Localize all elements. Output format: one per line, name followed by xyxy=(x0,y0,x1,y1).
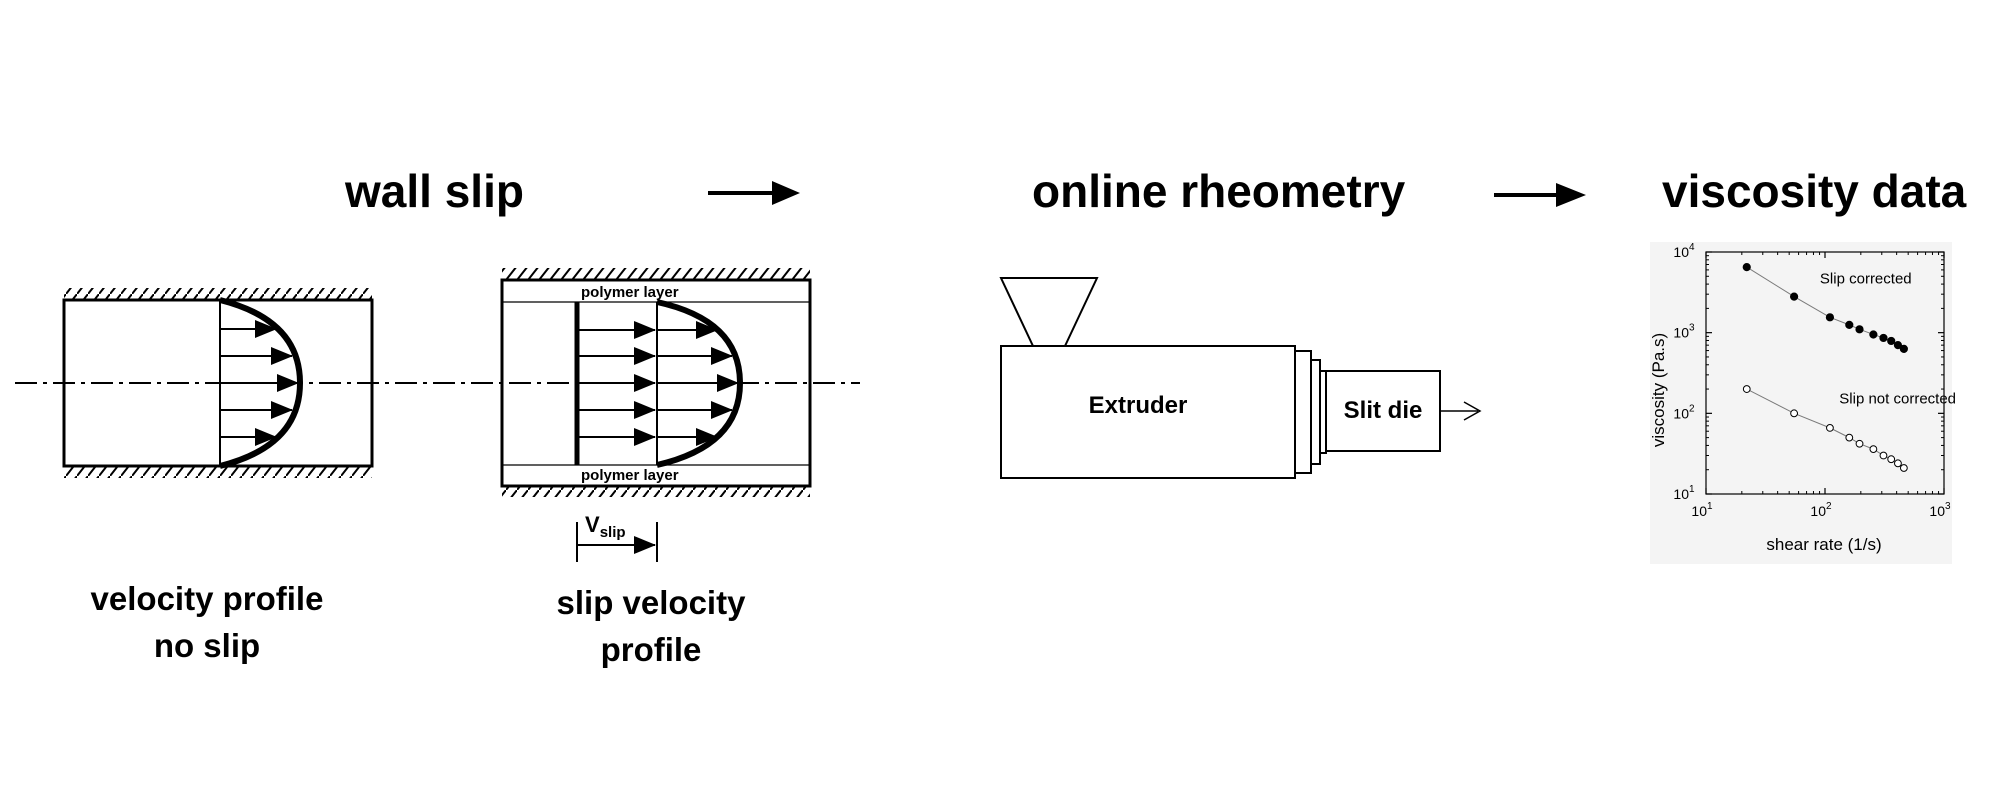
y-tick-label: 102 xyxy=(1673,403,1695,421)
extruder-hopper xyxy=(999,277,1099,347)
vslip-dimension: Vslip xyxy=(576,512,658,562)
data-point-open xyxy=(1869,445,1878,454)
x-tick-label: 103 xyxy=(1929,501,1951,519)
caption-no-slip-line2: no slip xyxy=(154,627,260,664)
data-point-open xyxy=(1894,459,1902,468)
slip-diagram: polymer layer polymer layer Vslip xyxy=(500,268,812,562)
polymer-layer-top-label: polymer layer xyxy=(581,284,679,301)
x-axis-label: shear rate (1/s) xyxy=(1766,535,1881,554)
extruder-assembly: Extruder Slit die xyxy=(999,277,1482,479)
y-tick-label: 104 xyxy=(1673,242,1695,260)
series-line xyxy=(1746,388,1905,469)
x-tick-label: 101 xyxy=(1691,501,1713,519)
data-point-filled xyxy=(1742,262,1751,272)
polymer-layer-bottom-label: polymer layer xyxy=(581,467,679,484)
data-point-open xyxy=(1742,385,1751,393)
data-point-filled xyxy=(1825,313,1835,322)
data-point-open xyxy=(1855,439,1864,448)
y-tick-label: 103 xyxy=(1673,323,1695,341)
heading-online-rheometry: online rheometry xyxy=(1032,165,1406,217)
data-point-filled xyxy=(1879,333,1888,343)
caption-slip-line1: slip velocity xyxy=(557,584,747,621)
heading-viscosity-data: viscosity data xyxy=(1662,165,1967,217)
output-arrow xyxy=(1440,401,1482,421)
slit-die-label: Slit die xyxy=(1344,397,1423,424)
data-point-filled xyxy=(1790,292,1799,301)
caption-no-slip-line1: velocity profile xyxy=(91,580,324,617)
vslip-label: Vslip xyxy=(585,512,626,541)
data-point-filled xyxy=(1887,336,1896,346)
data-point-open xyxy=(1887,455,1896,464)
y-axis-label: viscosity (Pa.s) xyxy=(1649,333,1668,447)
data-point-filled xyxy=(1893,341,1903,350)
series-label: Slip not corrected xyxy=(1839,391,1956,408)
data-point-open xyxy=(1845,433,1854,442)
data-point-open xyxy=(1879,451,1888,460)
x-tick-label: 102 xyxy=(1810,501,1832,519)
series-label: Slip corrected xyxy=(1820,270,1912,287)
slip-velocity-arrows xyxy=(577,321,739,446)
flow-arrow-2 xyxy=(1494,183,1586,207)
flow-arrow-1 xyxy=(708,181,800,205)
extruder-label: Extruder xyxy=(1089,392,1188,419)
data-point-filled xyxy=(1869,330,1878,339)
data-point-open xyxy=(1826,423,1834,432)
data-point-filled xyxy=(1899,344,1908,353)
heading-wall-slip: wall slip xyxy=(344,165,524,217)
caption-slip-line2: profile xyxy=(601,631,702,668)
y-tick-label: 101 xyxy=(1673,484,1695,502)
data-point-filled xyxy=(1855,325,1864,334)
data-point-open xyxy=(1790,409,1799,418)
data-point-filled xyxy=(1845,320,1854,329)
data-point-open xyxy=(1899,464,1908,472)
